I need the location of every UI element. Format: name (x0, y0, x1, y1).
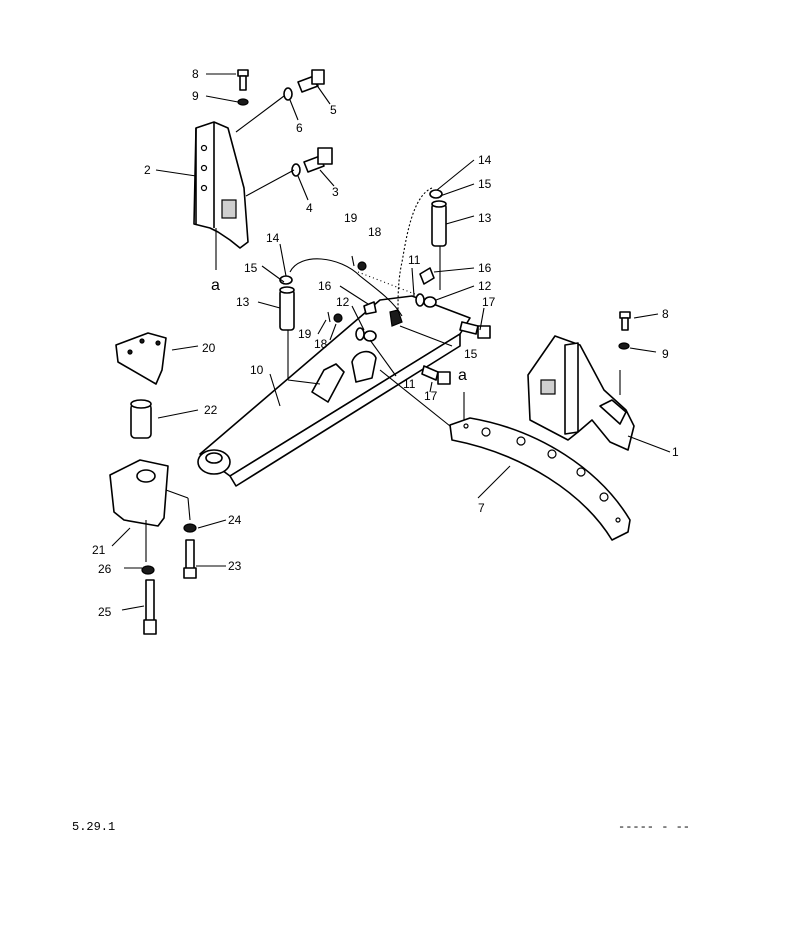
block (109, 459, 191, 562)
label-14-left: 14 (266, 231, 280, 245)
label-11-lower: 11 (403, 377, 416, 391)
label-19: 19 (344, 211, 358, 225)
label-6: 6 (296, 121, 303, 135)
label-15-left: 15 (244, 261, 258, 275)
leader-lines (111, 73, 671, 611)
label-11: 11 (408, 253, 421, 267)
page-reference: 5.29.1 (72, 820, 115, 834)
label-2: 2 (144, 163, 151, 177)
label-12: 12 (478, 279, 492, 293)
label-24: 24 (228, 513, 242, 527)
label-1: 1 (672, 445, 679, 459)
label-23: 23 (228, 559, 242, 573)
ref-a-left: a (211, 277, 220, 294)
label-21: 21 (92, 543, 106, 557)
plate (115, 332, 167, 385)
label-18: 18 (368, 225, 382, 239)
label-25: 25 (98, 605, 112, 619)
label-16-left: 16 (318, 279, 332, 293)
bracket-right (527, 335, 635, 451)
bracket-left (193, 121, 249, 270)
label-10: 10 (250, 363, 264, 377)
label-17-lower: 17 (424, 389, 438, 403)
circle-segment (449, 392, 631, 541)
label-17: 17 (482, 295, 496, 309)
fasteners (141, 69, 631, 635)
label-26: 26 (98, 562, 112, 576)
draw-bar (197, 295, 471, 487)
footer: 5.29.1 ----- - -- (72, 820, 690, 834)
label-15-right: 15 (464, 347, 478, 361)
label-9-right: 9 (662, 347, 669, 361)
ref-a-right: a (458, 367, 467, 384)
label-20: 20 (202, 341, 216, 355)
label-22: 22 (204, 403, 218, 417)
label-18-left: 18 (314, 337, 328, 351)
label-8: 8 (192, 67, 199, 81)
label-9: 9 (192, 89, 199, 103)
label-13: 13 (478, 211, 492, 225)
part-number-labels: 8 9 5 6 2 3 4 a 14 15 13 19 18 14 15 11 … (92, 67, 679, 619)
label-5: 5 (330, 103, 337, 117)
label-4: 4 (306, 201, 313, 215)
pin (130, 399, 152, 439)
label-7: 7 (478, 501, 485, 515)
label-8-right: 8 (662, 307, 669, 321)
label-16: 16 (478, 261, 492, 275)
label-19-left: 19 (298, 327, 312, 341)
label-15: 15 (478, 177, 492, 191)
drawing-code: ----- - -- (618, 820, 690, 834)
label-14: 14 (478, 153, 492, 167)
label-12-left: 12 (336, 295, 350, 309)
label-3: 3 (332, 185, 339, 199)
label-13-left: 13 (236, 295, 250, 309)
